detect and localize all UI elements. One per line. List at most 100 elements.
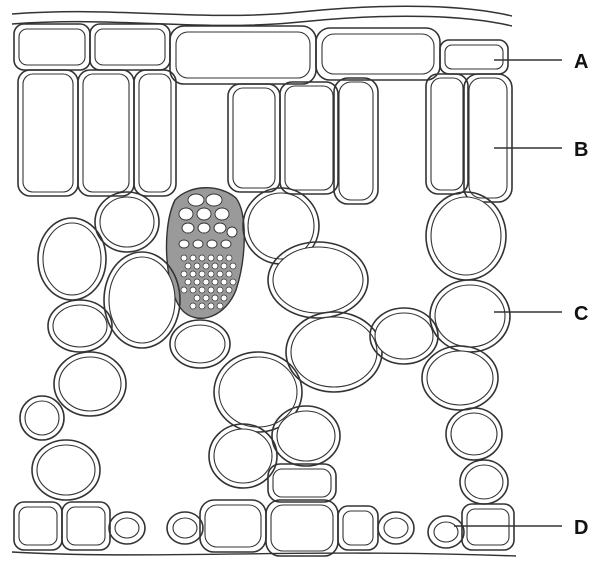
- vascular-cell: [206, 194, 222, 206]
- phloem-cell: [217, 271, 223, 277]
- epidermis-cell: [200, 500, 266, 552]
- vascular-cell: [179, 208, 193, 220]
- spongy-cell: [20, 396, 64, 440]
- phloem-cell: [185, 279, 191, 285]
- epidermis-cell: [62, 502, 110, 550]
- phloem-cell: [199, 255, 205, 261]
- label-a: A: [574, 51, 588, 73]
- phloem-cell: [212, 263, 218, 269]
- phloem-cell: [181, 255, 187, 261]
- vascular-cell: [227, 227, 237, 237]
- epidermis-cell: [14, 502, 62, 550]
- vascular-cell: [182, 223, 194, 233]
- palisade-cell: [280, 82, 338, 194]
- spongy-cell: [446, 408, 502, 460]
- phloem-cell: [230, 263, 236, 269]
- spongy-cell: [370, 308, 438, 364]
- upper-cuticle: [12, 6, 512, 26]
- spongy-cell: [209, 424, 277, 488]
- vascular-cell: [179, 240, 189, 248]
- phloem-cell: [190, 303, 196, 309]
- phloem-cell: [190, 271, 196, 277]
- guard-cell: [378, 512, 414, 544]
- palisade-cell: [228, 84, 280, 192]
- palisade-layer: [18, 70, 512, 204]
- guard-cell: [428, 516, 464, 548]
- epidermis-cell: [338, 506, 378, 550]
- spongy-cell: [170, 320, 230, 368]
- phloem-cell: [181, 287, 187, 293]
- phloem-cell: [221, 263, 227, 269]
- phloem-cell: [203, 295, 209, 301]
- vascular-cell: [198, 223, 210, 233]
- spongy-layer: [20, 188, 510, 504]
- phloem-cell: [199, 271, 205, 277]
- phloem-cell: [217, 303, 223, 309]
- spongy-cell: [32, 440, 100, 500]
- phloem-cell: [199, 287, 205, 293]
- phloem-cell: [199, 303, 205, 309]
- phloem-cell: [208, 287, 214, 293]
- epidermis-cell: [14, 24, 90, 70]
- epidermis-cell: [90, 24, 170, 70]
- lower-cuticle: [12, 552, 516, 556]
- phloem-cell: [226, 287, 232, 293]
- palisade-cell: [18, 70, 78, 196]
- phloem-cell: [221, 279, 227, 285]
- spongy-cell: [422, 346, 498, 410]
- label-b: B: [574, 139, 588, 161]
- epidermis-cell: [462, 504, 514, 550]
- vascular-cell: [215, 208, 229, 220]
- phloem-cell: [194, 263, 200, 269]
- phloem-cell: [203, 279, 209, 285]
- palisade-cell: [134, 70, 176, 196]
- phloem-cell: [208, 271, 214, 277]
- phloem-cell: [230, 279, 236, 285]
- label-d: D: [574, 517, 588, 539]
- palisade-cell: [426, 74, 468, 194]
- phloem-cell: [217, 287, 223, 293]
- phloem-cell: [221, 295, 227, 301]
- phloem-cell: [208, 303, 214, 309]
- palisade-cell: [334, 78, 378, 204]
- spongy-cell: [95, 192, 159, 252]
- phloem-cell: [190, 287, 196, 293]
- spongy-cell: [54, 352, 126, 416]
- spongy-cell: [460, 460, 508, 504]
- epidermis-cell: [440, 40, 508, 74]
- vascular-cell: [207, 240, 217, 248]
- guard-cell: [167, 512, 203, 544]
- phloem-cell: [194, 295, 200, 301]
- spongy-cell: [272, 406, 340, 466]
- phloem-cell: [217, 255, 223, 261]
- epidermis-cell: [316, 28, 440, 80]
- phloem-cell: [212, 295, 218, 301]
- vascular-cell: [197, 208, 211, 220]
- phloem-cell: [185, 263, 191, 269]
- palisade-cell: [464, 74, 512, 202]
- spongy-cell: [430, 280, 510, 352]
- lower-epidermis: [12, 500, 516, 556]
- phloem-cell: [194, 279, 200, 285]
- phloem-cell: [181, 271, 187, 277]
- spongy-cell: [426, 192, 506, 280]
- phloem-cell: [226, 255, 232, 261]
- phloem-cell: [190, 255, 196, 261]
- spongy-cell: [268, 464, 336, 502]
- phloem-cell: [226, 271, 232, 277]
- vascular-cell: [221, 240, 231, 248]
- vascular-cell: [214, 223, 226, 233]
- vascular-cell: [193, 240, 203, 248]
- vascular-bundle: [166, 188, 244, 319]
- palisade-cell: [78, 70, 134, 196]
- label-c: C: [574, 303, 588, 325]
- phloem-cell: [208, 255, 214, 261]
- phloem-cell: [203, 263, 209, 269]
- epidermis-cell: [170, 26, 316, 84]
- guard-cell: [109, 512, 145, 544]
- spongy-cell: [104, 252, 180, 348]
- vascular-cell: [188, 194, 204, 206]
- spongy-cell: [48, 300, 112, 352]
